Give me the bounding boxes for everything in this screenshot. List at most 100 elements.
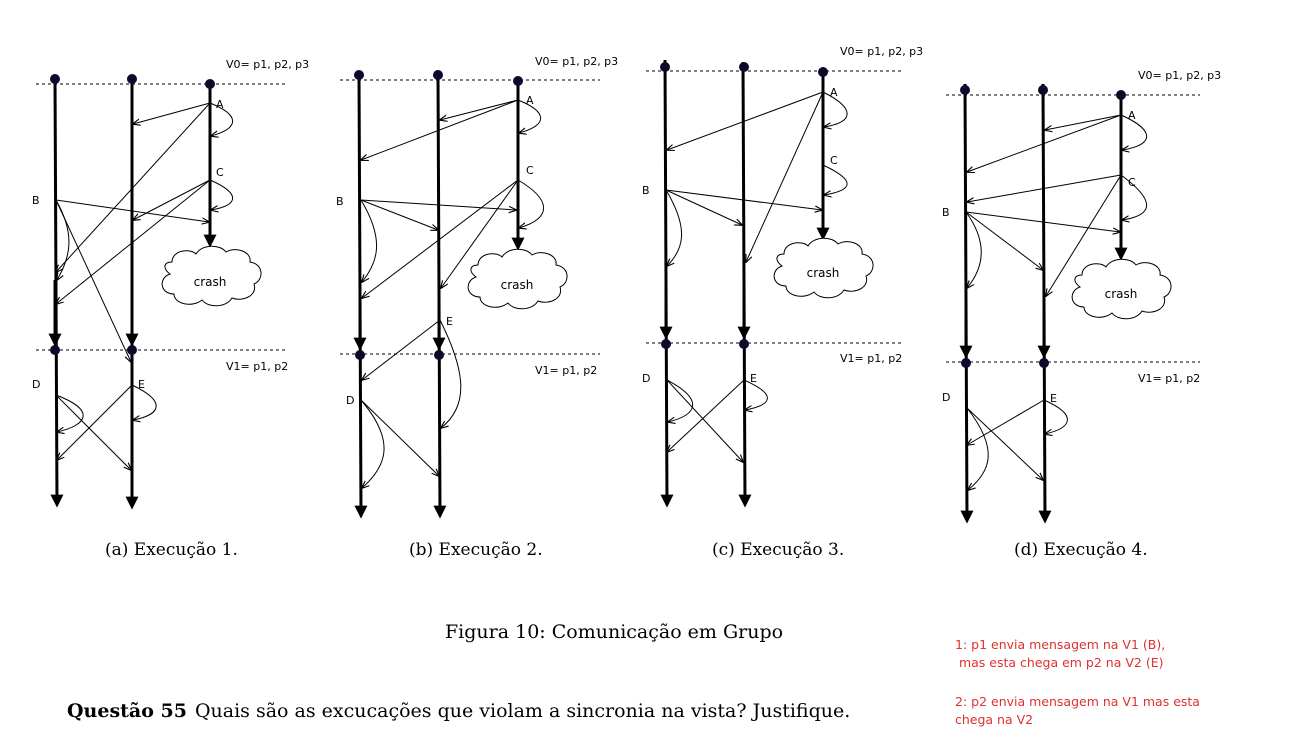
msg-a-self [823,91,848,127]
msg-d-self [967,407,989,490]
p1-start-dot [50,74,60,84]
event-c-label: C [1128,176,1136,189]
p1-view1-dot [961,358,971,368]
p2-start-dot [433,70,443,80]
view1-label: V1= p1, p2 [840,352,902,365]
msg-e-self [1044,399,1068,434]
event-b-label: B [942,206,950,219]
msg-a-self [210,102,233,136]
p2-view1-dot [127,345,137,355]
annotation-note-1: 1: p1 envia mensagem na V1 (B), mas esta… [955,637,1166,670]
view1-label: V1= p1, p2 [1138,372,1200,385]
msg-e-to-p1 [667,379,745,452]
msg-b-to-p2 [665,189,742,225]
p1-start-dot [354,70,364,80]
p1-view1-dot [355,350,365,360]
event-a-label: A [1128,109,1136,122]
event-a-label: A [830,86,838,99]
msg-b-to-p3 [55,199,209,222]
msg-b-to-p3 [965,211,1120,232]
p3-start-dot [513,76,523,86]
event-e-label: E [446,315,453,328]
msg-d-self [361,399,385,488]
p3-start-dot [818,67,828,77]
msg-b-self [966,211,982,288]
msg-c-to-p2 [441,179,519,288]
p2-start-dot [1038,85,1048,95]
msg-c-to-p1 [362,179,519,298]
question-number: Questão 55 [67,700,187,722]
view1-label: V1= p1, p2 [535,364,597,377]
msg-c-to-p1 [967,174,1122,202]
crash-cloud [773,237,874,299]
event-d-label: D [942,391,950,404]
caption-a: (a) Execução 1. [105,540,238,560]
msg-e-to-p1 [362,319,441,380]
p2-start-dot [127,74,137,84]
event-d-label: D [642,372,650,385]
msg-a-to-p2 [1045,114,1122,130]
event-b-label: B [336,195,344,208]
event-e-label: E [1050,392,1057,405]
crash-label: crash [501,278,534,292]
msg-e-to-p1 [967,399,1045,445]
msg-d-to-p2 [666,379,743,462]
p1-start-dot [960,85,970,95]
msg-a-to-p1 [667,91,824,150]
question-text: Quais são as excucações que violam a sin… [194,700,851,722]
p3-start-dot [205,79,215,89]
event-a-label: A [216,98,224,111]
view0-label: V0= p1, p2, p3 [226,58,309,71]
p1-view1-dot [50,345,60,355]
msg-e-self [132,384,157,420]
p2-view1-dot [1039,358,1049,368]
caption-b: (b) Execução 2. [409,540,543,560]
annotation-note-2: 2: p2 envia mensagem na V1 mas esta cheg… [955,694,1200,727]
view0-label: V0= p1, p2, p3 [535,55,618,68]
view1-label: V1= p1, p2 [226,360,288,373]
msg-a-to-p2 [746,91,824,262]
msg-e-self [440,319,462,428]
msg-d-self [56,394,84,432]
diagram-d: crash V0= p1, p2, p3 V1= p1, p2 A C B D … [942,69,1221,524]
crash-label: crash [194,275,227,289]
msg-c-to-p1 [56,179,211,304]
p2-view1-dot [739,339,749,349]
msg-e-to-p1 [57,384,133,460]
msg-b-self [666,189,682,266]
msg-a-self [1121,114,1148,150]
event-e-label: E [750,372,757,385]
msg-c-self [518,179,545,228]
msg-d-to-p2 [360,399,439,476]
event-b-label: B [32,194,40,207]
msg-c-to-p2 [133,179,211,220]
msg-d-self [667,379,694,422]
figure-caption: Figura 10: Comunicação em Grupo [445,621,784,643]
msg-c-to-p2 [1046,174,1122,296]
msg-a-to-p2 [440,99,519,120]
diagram-b: crash V0= p1, p2, p3 V1= p1, p2 A C B E … [336,55,618,519]
event-a-label: A [526,94,534,107]
crash-label: crash [1105,287,1138,301]
p1-view1-dot [661,339,671,349]
msg-c-self [823,164,848,195]
caption-d: (d) Execução 4. [1014,540,1148,560]
msg-b-to-p2 [360,199,438,230]
event-e-label: E [138,378,145,391]
msg-b-self [361,199,377,282]
msg-a-to-p1 [967,114,1122,172]
event-d-label: D [346,394,354,407]
msg-a-self [518,99,541,133]
view0-label: V0= p1, p2, p3 [1138,69,1221,82]
p2-start-dot [739,62,749,72]
crash-label: crash [807,266,840,280]
msg-a-to-p1 [361,99,519,160]
event-d-label: D [32,378,40,391]
crash-cloud [467,248,568,310]
msg-e-self [744,379,768,410]
p3-start-dot [1116,90,1126,100]
diagram-a: crash V0= p1, p2, p3 V1= p1, p2 A C B D … [32,58,309,510]
p2-view1-dot [434,350,444,360]
